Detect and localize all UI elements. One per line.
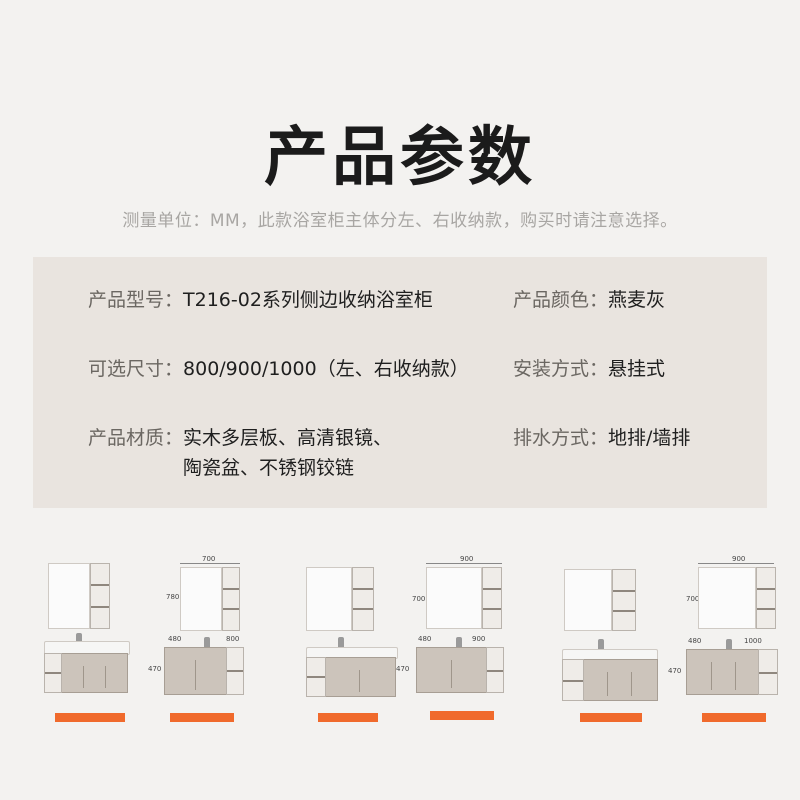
product-image-1 — [40, 555, 140, 725]
spec-model-value: T216-02系列侧边收纳浴室柜 — [183, 289, 433, 311]
spec-install: 安装方式：悬挂式 — [513, 354, 665, 384]
dim-height: 700 — [686, 595, 700, 603]
vanity-side-shelf — [486, 647, 504, 693]
spec-sizes-value: 800/900/1000（左、右收纳款） — [183, 358, 469, 380]
spec-color: 产品颜色：燕麦灰 — [513, 285, 665, 315]
spec-drain: 排水方式：地排/墙排 — [513, 423, 690, 453]
spec-color-label: 产品颜色： — [513, 289, 609, 311]
spec-material-line1: 实木多层板、高清银镜、 — [183, 427, 393, 449]
dim-line — [180, 563, 240, 564]
dim-vanity-height: 470 — [148, 665, 162, 673]
spec-material-line2: 陶瓷盆、不锈钢铰链 — [183, 457, 355, 479]
dim-height: 780 — [166, 593, 180, 601]
mirror-cabinet — [698, 567, 756, 629]
spec-install-label: 安装方式： — [513, 358, 609, 380]
spec-drain-label: 排水方式： — [513, 427, 609, 449]
dim-line — [426, 563, 502, 564]
page-title: 产品参数 — [264, 121, 536, 195]
mirror-cabinet — [564, 569, 612, 631]
product-diagram-2: 700 780 480 800 470 — [148, 555, 245, 725]
spec-install-value: 悬挂式 — [608, 358, 666, 380]
mirror-side-shelf — [352, 567, 374, 631]
vanity-cabinet — [324, 657, 396, 697]
spec-material: 产品材质：实木多层板、高清银镜、陶瓷盆、不锈钢铰链 — [88, 423, 392, 483]
dim-width: 900 — [460, 555, 474, 563]
spec-sizes: 可选尺寸：800/900/1000（左、右收纳款） — [88, 354, 469, 384]
vanity-cabinet — [686, 649, 760, 695]
product-caption-4 — [430, 711, 494, 720]
dim-line — [698, 563, 774, 564]
mirror-side-shelf — [612, 569, 636, 631]
vanity-side-shelf — [562, 659, 584, 701]
vanity-side-shelf — [758, 649, 778, 695]
dim-depth: 480 — [168, 635, 182, 643]
vanity-cabinet — [164, 647, 228, 695]
mirror-cabinet — [426, 567, 482, 629]
mirror-cabinet — [306, 567, 352, 631]
product-diagram-6: 900 700 480 1000 470 — [668, 555, 782, 725]
spec-panel: 产品型号：T216-02系列侧边收纳浴室柜 产品颜色：燕麦灰 可选尺寸：800/… — [33, 257, 767, 508]
product-image-3 — [298, 555, 398, 725]
spec-drain-value: 地排/墙排 — [608, 427, 691, 449]
mirror-side-shelf — [482, 567, 502, 629]
vanity-side-shelf — [306, 657, 326, 697]
faucet-icon — [204, 637, 210, 649]
dim-vanity-height: 470 — [668, 667, 682, 675]
mirror-side-shelf — [756, 567, 776, 629]
product-image-5 — [556, 555, 658, 725]
spec-color-value: 燕麦灰 — [608, 289, 666, 311]
faucet-icon — [76, 633, 82, 645]
dim-vanity: 900 — [472, 635, 486, 643]
mirror-cabinet — [48, 563, 90, 629]
dim-width: 900 — [732, 555, 746, 563]
faucet-icon — [456, 637, 462, 649]
vanity-cabinet — [60, 653, 128, 693]
spec-model: 产品型号：T216-02系列侧边收纳浴室柜 — [88, 285, 433, 315]
product-caption-3 — [318, 713, 378, 722]
product-caption-1 — [55, 713, 125, 722]
dim-depth: 480 — [418, 635, 432, 643]
faucet-icon — [338, 637, 344, 649]
mirror-side-shelf — [222, 567, 240, 631]
spec-sizes-label: 可选尺寸： — [88, 358, 184, 380]
vanity-side-shelf — [44, 653, 62, 693]
faucet-icon — [726, 639, 732, 651]
faucet-icon — [598, 639, 604, 651]
product-caption-6 — [702, 713, 766, 722]
dim-height: 700 — [412, 595, 426, 603]
dim-vanity: 800 — [226, 635, 240, 643]
product-diagram-4: 900 700 480 900 470 — [396, 555, 508, 725]
dim-vanity-height: 470 — [396, 665, 410, 673]
dim-vanity: 1000 — [744, 637, 762, 645]
spec-model-label: 产品型号： — [88, 289, 184, 311]
mirror-side-shelf — [90, 563, 110, 629]
product-caption-2 — [170, 713, 234, 722]
vanity-cabinet — [416, 647, 488, 693]
spec-material-value: 实木多层板、高清银镜、陶瓷盆、不锈钢铰链 — [183, 423, 392, 483]
dim-width: 700 — [202, 555, 216, 563]
vanity-side-shelf — [226, 647, 244, 695]
product-caption-5 — [580, 713, 642, 722]
vanity-cabinet — [582, 659, 658, 701]
dim-depth: 480 — [688, 637, 702, 645]
page-subtitle: 测量单位：MM，此款浴室柜主体分左、右收纳款，购买时请注意选择。 — [122, 211, 678, 231]
spec-material-label: 产品材质： — [88, 427, 184, 449]
mirror-cabinet — [180, 567, 222, 631]
